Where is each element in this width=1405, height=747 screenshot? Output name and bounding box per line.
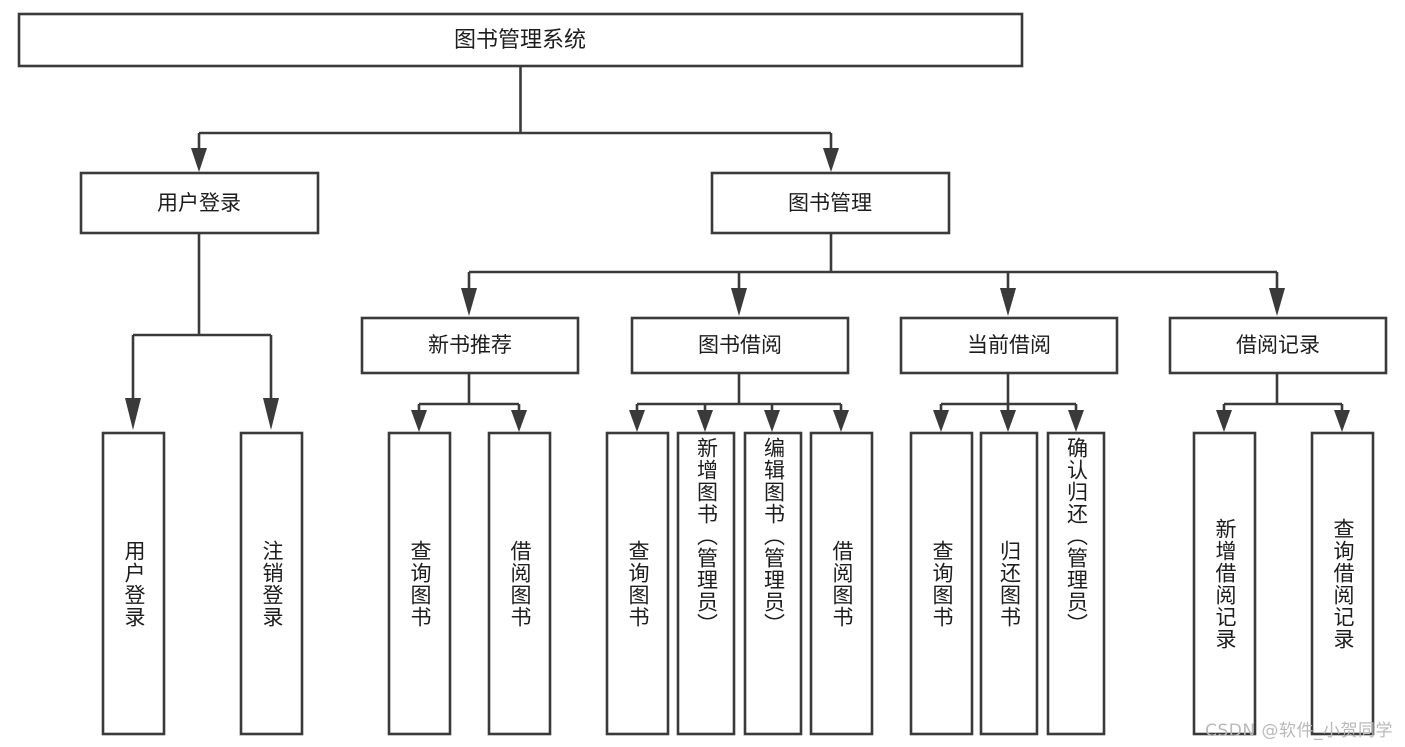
arrow-head-leaf-query-book-3 bbox=[933, 410, 949, 432]
connector-group-root bbox=[191, 66, 839, 172]
leaf-box-add-book[interactable] bbox=[676, 431, 736, 736]
node-current-borrow-box[interactable] bbox=[899, 316, 1119, 375]
arrow-head-borrow-record bbox=[1269, 288, 1285, 316]
node-book-borrow-box[interactable] bbox=[630, 316, 850, 375]
node-user-login[interactable]: 用户登录 bbox=[79, 171, 320, 235]
arrow-head-leaf-add-record bbox=[1216, 410, 1232, 432]
leaf-box-query-record[interactable] bbox=[1310, 431, 1375, 736]
arrow-head-new-book-recommend bbox=[461, 288, 477, 316]
node-borrow-record-label: 借阅记录 bbox=[1236, 333, 1320, 357]
arrow-head-leaf-borrow-book-2 bbox=[833, 410, 849, 432]
node-root[interactable]: 图书管理系统 bbox=[17, 12, 1024, 68]
connector-group-book-management bbox=[461, 232, 1285, 316]
arrow-head-leaf-query-book-2 bbox=[629, 410, 645, 432]
leaf-box-add-record[interactable] bbox=[1192, 431, 1257, 736]
arrow-head-leaf-return-book bbox=[1000, 410, 1016, 432]
arrow-head-book-borrow bbox=[731, 288, 747, 316]
node-borrow-record-box[interactable] bbox=[1168, 316, 1388, 375]
node-current-borrow-label: 当前借阅 bbox=[967, 333, 1051, 357]
connector-group-new-book-recommend bbox=[411, 373, 527, 432]
arrow-head-current-borrow bbox=[1000, 288, 1016, 316]
connector-group-book-borrow bbox=[629, 373, 849, 432]
leaf-box-edit-book[interactable] bbox=[743, 431, 803, 736]
arrow-head-leaf-query-record bbox=[1334, 410, 1350, 432]
node-root-box[interactable] bbox=[17, 12, 1024, 68]
node-root-label: 图书管理系统 bbox=[454, 28, 586, 53]
node-book-borrow-label: 图书借阅 bbox=[698, 333, 782, 357]
leaf-box-query-book-1[interactable] bbox=[387, 431, 452, 736]
connector-group-user-login bbox=[125, 233, 279, 430]
node-current-borrow[interactable]: 当前借阅 bbox=[899, 316, 1119, 375]
leaf-box-return-book[interactable] bbox=[979, 431, 1039, 736]
leaf-box-logout-login[interactable] bbox=[239, 431, 304, 736]
node-book-management[interactable]: 图书管理 bbox=[710, 171, 951, 235]
node-book-management-box[interactable] bbox=[710, 171, 951, 235]
node-user-login-box[interactable] bbox=[79, 171, 320, 235]
node-new-book-recommend-box[interactable] bbox=[360, 316, 580, 375]
node-book-borrow[interactable]: 图书借阅 bbox=[630, 316, 850, 375]
leaf-box-borrow-book-2[interactable] bbox=[809, 431, 874, 736]
arrow-head-leaf-logout-login bbox=[263, 398, 279, 430]
leaf-box-confirm-return[interactable] bbox=[1046, 431, 1106, 736]
leaf-box-borrow-book-1[interactable] bbox=[487, 431, 552, 736]
connector-group-borrow-record bbox=[1216, 373, 1350, 432]
arrow-head-leaf-query-book-1 bbox=[411, 410, 427, 432]
node-new-book-recommend[interactable]: 新书推荐 bbox=[360, 316, 580, 375]
arrow-head-leaf-edit-book bbox=[764, 410, 780, 432]
node-book-management-label: 图书管理 bbox=[788, 191, 872, 215]
node-user-login-label: 用户登录 bbox=[157, 191, 241, 215]
arrow-head-leaf-confirm-return bbox=[1068, 410, 1084, 432]
arrow-head-leaf-borrow-book-1 bbox=[511, 410, 527, 432]
node-new-book-recommend-label: 新书推荐 bbox=[428, 333, 512, 357]
node-borrow-record[interactable]: 借阅记录 bbox=[1168, 316, 1388, 375]
leaf-box-query-book-3[interactable] bbox=[909, 431, 974, 736]
arrow-head-to-user-login bbox=[191, 148, 207, 172]
connector-group-current-borrow bbox=[933, 373, 1084, 432]
leaf-box-query-book-2[interactable] bbox=[605, 431, 670, 736]
arrow-head-leaf-user-login bbox=[125, 398, 141, 430]
leaf-box-user-login[interactable] bbox=[101, 431, 166, 736]
arrow-head-leaf-add-book bbox=[697, 410, 713, 432]
arrow-head-to-book-management bbox=[823, 148, 839, 172]
